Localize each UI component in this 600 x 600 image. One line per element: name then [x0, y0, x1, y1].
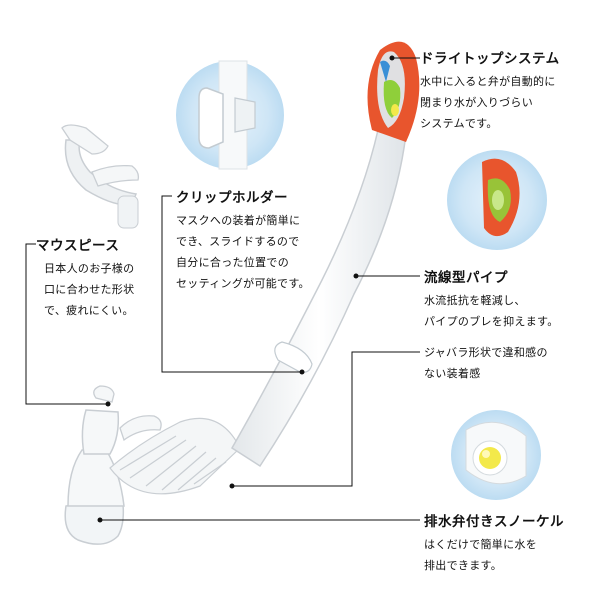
purge-valve-detail-circle: [447, 150, 547, 250]
feature-line: ジャバラ形状で違和感の: [424, 346, 548, 359]
feature-line: 水流抵抗を軽減し、: [424, 294, 526, 307]
feature-line: で、疲れにくい。: [44, 304, 134, 317]
leader-bellows: [232, 351, 420, 487]
feature-title: ドライトップシステム: [420, 51, 560, 67]
leader-mouthpiece: [25, 243, 108, 405]
feature-line: 口に合わせた形状: [44, 283, 135, 296]
mouthpiece-illustration: [61, 124, 140, 229]
feature-line: セッティングが可能です。: [176, 277, 310, 290]
feature-bellows: ジャバラ形状で違和感の ない装着感: [424, 342, 548, 384]
feature-clip-holder: クリップホルダー マスクへの装着が簡単に でき、スライドするので 自分に合った位…: [176, 186, 310, 294]
feature-line: 排出できます。: [424, 559, 502, 572]
feature-line: 自分に合った位置での: [176, 256, 289, 269]
feature-line: 閉まり水が入りづらい: [420, 96, 533, 109]
leader-lines: [25, 57, 420, 521]
feature-title: 排水弁付きスノーケル: [424, 514, 564, 530]
feature-dry-top: ドライトップシステム 水中に入ると弁が自動的に 閉まり水が入りづらい システムで…: [420, 47, 560, 134]
feature-title: マウスピース: [36, 238, 120, 254]
feature-line: はくだけで簡単に水を: [424, 538, 537, 551]
feature-pipe: 流線型パイプ 水流抵抗を軽減し、 パイプのブレを抑えます。: [424, 266, 559, 332]
feature-purge-valve: 排水弁付きスノーケル はくだけで簡単に水を 排出できます。: [424, 510, 564, 576]
feature-mouthpiece: マウスピース 日本人のお子様の 口に合わせた形状 で、疲れにくい。: [36, 234, 134, 321]
feature-line: ない装着感: [424, 367, 481, 380]
clip-holder-detail-circle: [176, 60, 284, 170]
feature-line: 日本人のお子様の: [44, 262, 135, 275]
valve-detail-circle: [451, 410, 541, 500]
feature-line: でき、スライドするので: [176, 235, 300, 248]
feature-line: システムです。: [420, 117, 498, 130]
leader-dots: [97, 55, 395, 523]
feature-title: 流線型パイプ: [424, 270, 508, 286]
feature-line: マスクへの装着が簡単に: [176, 214, 301, 227]
feature-line: パイプのブレを抑えます。: [424, 315, 559, 328]
leader-clip-holder: [161, 195, 302, 373]
feature-line: 水中に入ると弁が自動的に: [420, 75, 556, 88]
snorkel-illustration: [64, 41, 420, 545]
feature-title: クリップホルダー: [176, 190, 288, 206]
